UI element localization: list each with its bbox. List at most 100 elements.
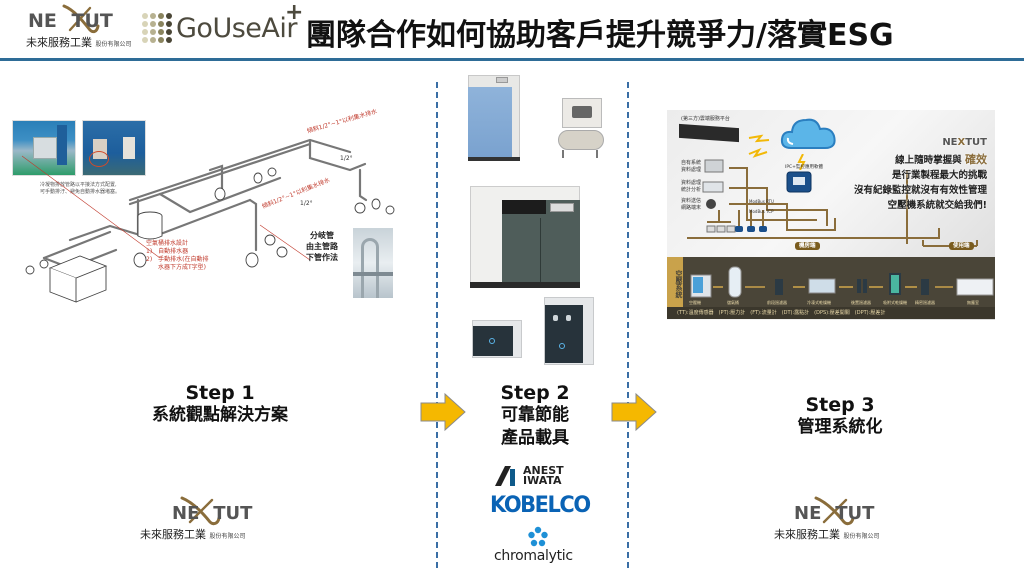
nextut-word-pre: NE [794,503,822,524]
arrow-right-icon [420,392,466,432]
step1-block: Step 1 系統觀點解決方案 [110,382,330,427]
process-item: 冷凍式乾燥機 [807,300,831,305]
anest-iwata-logo: ANEST IWATA [495,465,564,487]
left-label-2: 資料處理 統計分析 [681,180,702,193]
modbus-tcp-label: ModBus TCP [749,209,774,214]
branch-label-line1: 分岐管 [310,231,334,240]
step3-subtitle: 管理系統化 [797,417,883,437]
nextut-logo-footer-left: NEXTUT 未來服務工業 股份有限公司 [138,496,288,542]
zone-tag-user: 使用端 [949,242,974,250]
page-title: 團隊合作如何協助客戶提升競爭力/落實ESG [306,18,894,53]
slogan-line3: 沒有紀錄監控就沒有有效性管理 [853,185,987,196]
panel-nextut-x: X [957,137,966,148]
slope-value-lower: 1/2° [300,200,313,207]
nextut-company-cn: 未來服務工業 [774,528,840,541]
process-item-labels: 空壓機 儲氣桶 前段過濾器 冷凍式乾燥機 後置過濾器 吸附式乾燥機 精密過濾器 … [683,299,995,307]
anest-line2: IWATA [523,474,562,487]
gouseair-logo: GoUseAir + [142,0,303,48]
cloud-platform-label: (第三方)雲端服務平台 [681,116,730,122]
nextut-company-cn: 未來服務工業 [26,36,92,49]
piping-diagram: 冷凝物排放管路以平接法方式配置, 可手動排汙、避免自動排水器堵塞。 [10,100,420,310]
product-tall-generator [544,297,596,367]
branch-label-line2: 由主管路 [306,242,338,251]
nextut-wordmark: NEXTUT [794,504,874,524]
column-divider-left [436,82,438,568]
drain-design-title: 空氣桶排水設計 [146,240,189,247]
anest-iwata-wordmark: ANEST IWATA [523,465,564,487]
nextut-logo: NEXTUT 未來服務工業 股份有限公司 [26,4,136,49]
ipc-label: IPC+監控應用軟體 [785,165,823,170]
process-item: 前段過濾器 [767,300,787,305]
kobelco-logo: KOBELCO [490,493,591,518]
panel-nextut-pre: NE [942,137,958,148]
nextut-wordmark: NEXTUT [28,10,113,32]
slogan-line1-highlight: 確效 [965,153,987,166]
process-item: 吸附式乾燥機 [883,300,907,305]
branch-label-line3: 下管作法 [306,253,338,262]
modbus-rtu-label: ModBus RTU [749,199,774,204]
nextut-word-post: TUT [213,503,253,524]
slogan-line1-pre: 線上隨時掌握與 [895,155,962,166]
zone-tag-machine-room: 機房端 [795,242,820,250]
nextut-swoosh-icon [814,496,855,526]
product-cabinet-compressor [468,75,526,161]
drain-design-item2: 2) 手動排水(在自動排 [146,256,209,263]
process-flow-diagram [690,266,994,298]
slogan-text: NEXTUT 線上隨時掌握與 確效 是行業製程最大的挑戰 沒有紀錄監控就沒有有效… [854,136,987,213]
product-tank-compressor [556,98,606,164]
photo-caption-line1: 冷凝物排放管路以平接法方式配置, [40,182,117,188]
step3-block: Step 3 管理系統化 [740,394,940,439]
step2-subtitle-line2: 產品載具 [501,428,569,448]
process-item: 儲氣桶 [727,300,739,305]
product-screw-compressor [470,186,582,288]
product-small-generator [472,320,524,360]
step2-title: Step 2 [500,382,570,404]
nextut-swoosh-icon [180,496,221,526]
process-item: 空壓機 [689,300,701,305]
process-side-label: 空壓系統 [667,257,683,307]
panel-nextut-post: TUT [965,137,987,148]
header-divider [0,58,1024,61]
sensor-legend: (TT):溫度傳感器 (PT):壓力計 (FT):流量計 (DT):露點計 (D… [667,307,995,319]
lightning-icon [748,134,770,158]
nextut-company-cn: 未來服務工業 [140,528,206,541]
process-item: 後置過濾器 [851,300,871,305]
step2-block: Step 2 可靠節能 產品載具 [470,382,600,450]
slogan-line4: 空壓機系統就交給我們! [887,200,987,211]
drain-design-item1: 1) 自動排水器 [146,248,189,255]
step3-title: Step 3 [805,394,875,416]
nextut-word-post: TUT [71,10,113,32]
chromalytic-dots-icon [528,526,548,547]
piping-line-drawing [21,138,395,303]
panel-nextut-mark: NEXTUT [854,136,987,150]
process-item: 無塵室 [967,300,979,305]
photo-caption: 冷凝物排放管路以平接法方式配置, 可手動排汙、避免自動排水器堵塞。 [40,182,120,196]
gouseair-plus-icon: + [285,0,304,25]
nextut-company-suffix: 股份有限公司 [209,533,246,540]
slope-value-upper: 1/2° [340,155,353,162]
arrow-right-icon [611,392,657,432]
branch-pipe-label: 分岐管 由主管路 下管作法 [306,230,338,263]
nextut-wordmark: NEXTUT [172,504,252,524]
column-divider-right [627,82,629,568]
nextut-word-pre: NE [172,503,200,524]
nextut-company-name: 未來服務工業 股份有限公司 [774,526,880,542]
site-photo-2 [82,120,146,176]
nextut-company-suffix: 股份有限公司 [95,41,132,48]
chromalytic-wordmark: chromalytic [494,548,573,564]
drain-design-note: 空氣桶排水設計 1) 自動排水器 2) 手動排水(在自動排 水器下方成T字型) [146,240,209,272]
gouseair-dots-icon [142,13,172,43]
step2-subtitle-line1: 可靠節能 [501,405,569,425]
process-item: 精密過濾器 [915,300,935,305]
nextut-logo-footer-right: NEXTUT 未來服務工業 股份有限公司 [772,496,922,542]
slogan-line1: 線上隨時掌握與 確效 [854,152,987,168]
photo-caption-line2: 可手動排汙、避免自動排水器堵塞。 [40,189,121,195]
process-flow-strip: 空壓系統 空壓機 儲氣桶 前段過濾器 冷凍式乾燥機 後置過濾器 吸附式乾燥機 精… [667,257,995,319]
branch-pipe-photo [353,228,393,298]
anest-iwata-mark-icon [495,466,515,486]
cloud-icon [780,118,836,149]
step1-subtitle: 系統觀點解決方案 [152,405,288,425]
nextut-word-post: TUT [835,503,875,524]
network-wiring [687,159,978,247]
left-label-3: 資料送信 網路端末 [681,198,702,211]
